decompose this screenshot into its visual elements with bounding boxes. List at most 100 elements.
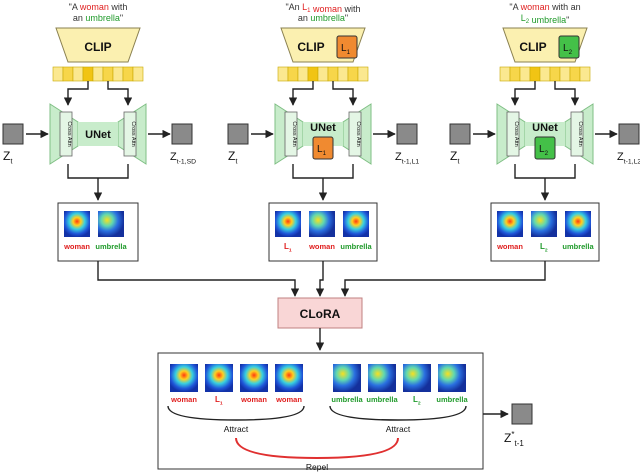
column-1-token-arrow-left bbox=[63, 81, 89, 106]
column-2-clip-lora-label: L1 bbox=[341, 43, 351, 56]
bottom-map-label-3: woman bbox=[275, 395, 302, 404]
column-2-unet-out-bracket bbox=[292, 164, 354, 179]
column-1-cross-attn-left-label: Cross Attn bbox=[66, 121, 72, 146]
column-2-cross-attn-right bbox=[348, 111, 362, 157]
repel-label: Repel bbox=[306, 462, 328, 472]
column-2-cross-attn-right-label: Cross Attn bbox=[355, 121, 361, 146]
column-3-map-2 bbox=[565, 211, 591, 237]
column-1-token-8 bbox=[132, 66, 144, 82]
column-2-arrow-to-clora bbox=[315, 261, 325, 297]
column-2-map-2 bbox=[343, 211, 369, 237]
column-3-unet-lora-label: L2 bbox=[539, 144, 549, 157]
column-2-token-3 bbox=[307, 66, 319, 82]
column-2-map-0 bbox=[275, 211, 301, 237]
bottom-map-6 bbox=[403, 364, 431, 392]
bottom-map-label-2: woman bbox=[240, 395, 267, 404]
column-3-arrow-to-clora bbox=[340, 261, 546, 297]
bottom-map-label-4: umbrella bbox=[331, 395, 363, 404]
bottom-map-4-heat bbox=[333, 364, 361, 392]
column-3-prompt-line-1: L2 umbrella" bbox=[521, 13, 570, 25]
column-3-latent-in bbox=[449, 123, 471, 145]
attract-brace-left bbox=[167, 405, 305, 421]
bottom-map-3-heat bbox=[275, 364, 303, 392]
column-2-map-0-heat bbox=[275, 211, 301, 237]
column-1-unet-label: UNet bbox=[85, 129, 111, 141]
column-1-token-6 bbox=[112, 66, 124, 82]
column-3-map-label-2: umbrella bbox=[562, 242, 594, 251]
column-1-clip-label: CLIP bbox=[84, 40, 111, 54]
column-2-token-2 bbox=[297, 66, 309, 82]
column-2-z-out-label: Zt-1,L1 bbox=[395, 151, 419, 165]
column-1-token-2 bbox=[72, 66, 84, 82]
bottom-map-label-1: L1 bbox=[215, 395, 223, 406]
bottom-map-0 bbox=[170, 364, 198, 392]
column-3-unet-label: UNet bbox=[532, 122, 558, 134]
column-3-token-2 bbox=[519, 66, 531, 82]
column-3-map-2-heat bbox=[565, 211, 591, 237]
column-3-unet-lora-block bbox=[534, 136, 556, 160]
column-2-token-0 bbox=[277, 66, 289, 82]
bottom-map-5-heat bbox=[368, 364, 396, 392]
column-3-token-5 bbox=[549, 66, 561, 82]
column-3-token-3 bbox=[529, 66, 541, 82]
column-3-token-4 bbox=[539, 66, 551, 82]
column-3-map-1 bbox=[531, 211, 557, 237]
column-2-token-7 bbox=[347, 66, 359, 82]
column-3-clip-lora-block bbox=[558, 35, 580, 59]
column-1-cross-attn-right bbox=[123, 111, 137, 157]
column-1-token-0 bbox=[52, 66, 64, 82]
column-3-token-0 bbox=[499, 66, 511, 82]
bottom-map-2 bbox=[240, 364, 268, 392]
column-2-unet-label: UNet bbox=[310, 122, 336, 134]
column-2-map-1 bbox=[309, 211, 335, 237]
column-1-arrow-to-clora bbox=[97, 261, 300, 297]
column-1-z-out-label: Zt-1,SD bbox=[170, 151, 196, 165]
column-1-latent-out bbox=[171, 123, 193, 145]
bottom-map-label-7: umbrella bbox=[436, 395, 468, 404]
bottom-map-7 bbox=[438, 364, 466, 392]
column-3-prompt-line-0: "A woman with an bbox=[509, 2, 580, 12]
column-2-cross-attn-left-label: Cross Attn bbox=[291, 121, 297, 146]
column-3-token-8 bbox=[579, 66, 591, 82]
column-2-token-8 bbox=[357, 66, 369, 82]
column-3-map-0 bbox=[497, 211, 523, 237]
column-1-map-0 bbox=[64, 211, 90, 237]
bottom-map-1 bbox=[205, 364, 233, 392]
column-1-token-arrow-right bbox=[107, 81, 133, 106]
column-2-token-arrow-left bbox=[288, 81, 314, 106]
column-3-unet-out-bracket bbox=[514, 164, 576, 179]
column-2-z-in-label: Zt bbox=[228, 149, 238, 166]
column-2-map-1-heat bbox=[309, 211, 335, 237]
column-3-cross-attn-left-label: Cross Attn bbox=[513, 121, 519, 146]
bottom-map-1-heat bbox=[205, 364, 233, 392]
column-1-z-in-label: Zt bbox=[3, 149, 13, 166]
column-2-map-label-0: L1 bbox=[284, 242, 292, 253]
column-1-map-1 bbox=[98, 211, 124, 237]
column-2-unet-lora-block bbox=[312, 136, 334, 160]
bottom-map-label-0: woman bbox=[170, 395, 197, 404]
column-2-token-5 bbox=[327, 66, 339, 82]
attract-label-left: Attract bbox=[224, 424, 249, 434]
column-2-prompt-line-1: an umbrella" bbox=[298, 13, 348, 23]
column-2-token-4 bbox=[317, 66, 329, 82]
column-1-token-4 bbox=[92, 66, 104, 82]
bottom-map-2-heat bbox=[240, 364, 268, 392]
column-3-map-label-0: woman bbox=[496, 242, 523, 251]
column-2-latent-in bbox=[227, 123, 249, 145]
column-1-prompt-line-1: an umbrella" bbox=[73, 13, 123, 23]
column-1-token-5 bbox=[102, 66, 114, 82]
column-3-cross-attn-right-label: Cross Attn bbox=[577, 121, 583, 146]
column-3-cross-attn-right bbox=[570, 111, 584, 157]
column-3-token-1 bbox=[509, 66, 521, 82]
column-2-map-2-heat bbox=[343, 211, 369, 237]
column-3-z-in-label: Zt bbox=[450, 149, 460, 166]
column-2-unet-lora-label: L1 bbox=[317, 144, 327, 157]
column-1-token-3 bbox=[82, 66, 94, 82]
final-z-label: Z*t-1 bbox=[504, 430, 524, 448]
bottom-map-label-5: umbrella bbox=[366, 395, 398, 404]
column-3-map-label-1: L2 bbox=[540, 242, 548, 253]
column-1-cross-attn-left bbox=[59, 111, 73, 157]
column-1-cross-attn-right-label: Cross Attn bbox=[130, 121, 136, 146]
column-2-token-arrow-right bbox=[332, 81, 358, 106]
